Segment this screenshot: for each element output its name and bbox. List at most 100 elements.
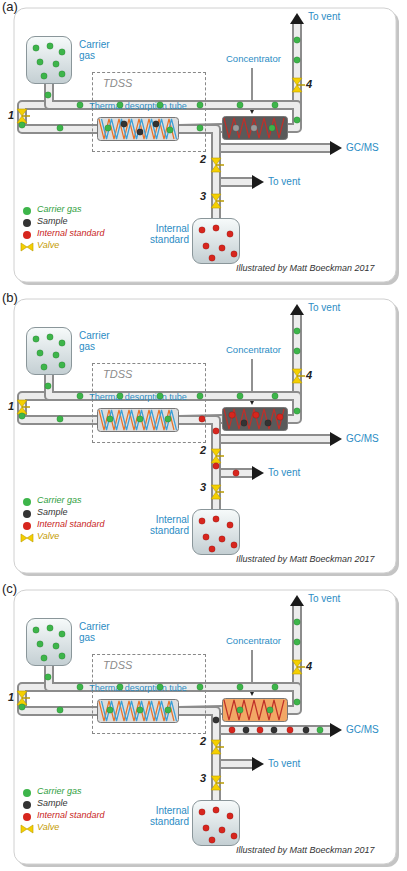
- gas-particle: [107, 707, 113, 713]
- node-label: Carrier gas: [79, 330, 127, 352]
- gas-particle: [19, 122, 25, 128]
- gas-particle: [209, 837, 215, 843]
- outlet-label: To vent: [308, 11, 340, 22]
- node-label: Internal standard: [141, 223, 189, 245]
- panel-letter: (c): [2, 582, 17, 596]
- panel-letter: (a): [2, 0, 18, 14]
- gas-particle: [53, 643, 59, 649]
- gas-particle: [45, 383, 51, 389]
- coil-drawing: [222, 698, 288, 722]
- gas-particle: [233, 470, 239, 476]
- gas-pipe: [179, 420, 216, 509]
- gas-particle: [59, 653, 65, 659]
- legend-text: Carrier gas: [37, 205, 82, 215]
- gas-particle: [227, 522, 233, 528]
- gas-particle: [203, 825, 209, 831]
- gas-particle: [19, 704, 25, 710]
- gas-particle: [153, 121, 159, 127]
- coil-drawing: [222, 407, 288, 431]
- legend-valve: [20, 533, 34, 543]
- legend-text: Internal standard: [37, 229, 105, 239]
- node-label: TDSS: [103, 659, 215, 671]
- valve-symbols: [17, 660, 305, 790]
- node-label: TDSS: [103, 77, 215, 89]
- callout-number: 3: [200, 772, 206, 784]
- gas-particle: [197, 684, 203, 690]
- tdss-region: TDSSThermal desorption tube: [92, 72, 206, 152]
- gas-particle: [237, 102, 243, 108]
- gas-particle: [45, 674, 51, 680]
- legend-swatch: [23, 219, 31, 227]
- tdss-region: TDSSThermal desorption tube: [92, 654, 206, 734]
- gas-particle: [199, 227, 205, 233]
- coil-drawing: [97, 699, 179, 723]
- node-label: Internal standard: [141, 805, 189, 827]
- legend-swatch: [23, 789, 31, 797]
- gas-particle: [167, 127, 173, 133]
- gas-particle: [41, 655, 47, 661]
- gas-particle: [219, 536, 225, 542]
- node-label: Carrier gas: [79, 621, 127, 643]
- gas-particle: [294, 348, 300, 354]
- gas-particle: [243, 727, 249, 733]
- gas-particle: [47, 334, 53, 340]
- gas-particle: [105, 125, 111, 131]
- callout-number: 1: [8, 109, 14, 121]
- desorption-tube: Thermal desorption tube: [97, 117, 179, 141]
- coil-drawing: [222, 116, 288, 140]
- legend-text: Valve: [37, 823, 59, 833]
- standard-tank: Internal standard: [192, 509, 240, 555]
- gas-particle: [231, 251, 237, 257]
- gas-particle: [294, 699, 300, 705]
- outlet-label: GC/MS: [346, 142, 379, 153]
- gas-particle: [277, 414, 283, 420]
- gas-particle: [271, 727, 277, 733]
- gas-tank: Carrier gas: [26, 327, 72, 375]
- gas-particle: [227, 813, 233, 819]
- gas-particle: [294, 117, 300, 123]
- gas-particle: [237, 393, 243, 399]
- gas-particle: [294, 57, 300, 63]
- gas-particle: [253, 412, 259, 418]
- gas-particle: [59, 71, 65, 77]
- gas-particle: [203, 534, 209, 540]
- gas-particle: [77, 393, 83, 399]
- gas-particle: [59, 362, 65, 368]
- gas-pipe: [179, 711, 216, 800]
- gas-particle: [231, 542, 237, 548]
- callout-number: 4: [306, 660, 312, 672]
- gas-particle: [165, 416, 171, 422]
- gas-tank: Carrier gas: [26, 618, 72, 666]
- outlet-label: GC/MS: [346, 433, 379, 444]
- gas-particle: [265, 420, 271, 426]
- gas-particle: [197, 393, 203, 399]
- gas-particle: [33, 627, 39, 633]
- gas-particle: [213, 463, 219, 469]
- panel-a-frame: [14, 8, 399, 285]
- gas-particle: [47, 625, 53, 631]
- gas-particle: [117, 393, 123, 399]
- gas-particle: [33, 336, 39, 342]
- node-label: Carrier gas: [79, 39, 127, 61]
- gas-particle: [47, 43, 53, 49]
- gas-particle: [53, 352, 59, 358]
- callout-number: 2: [200, 444, 206, 456]
- gas-particle: [37, 350, 43, 356]
- gas-particle: [209, 255, 215, 261]
- gas-particle: [121, 121, 127, 127]
- panel-letter: (b): [2, 291, 18, 305]
- legend-valve: [20, 824, 34, 834]
- gas-particle: [303, 727, 309, 733]
- gas-particle: [203, 243, 209, 249]
- node-label: Concentrator: [226, 345, 292, 355]
- gas-particle: [251, 125, 257, 131]
- valve-symbols: [17, 78, 305, 208]
- gas-particle: [77, 102, 83, 108]
- gas-tank: Carrier gas: [26, 36, 72, 84]
- gas-particle: [213, 516, 219, 522]
- gas-particle: [59, 340, 65, 346]
- gas-particle: [237, 707, 243, 713]
- callout-number: 1: [8, 400, 14, 412]
- legend-text: Sample: [37, 799, 68, 809]
- gas-particle: [272, 102, 278, 108]
